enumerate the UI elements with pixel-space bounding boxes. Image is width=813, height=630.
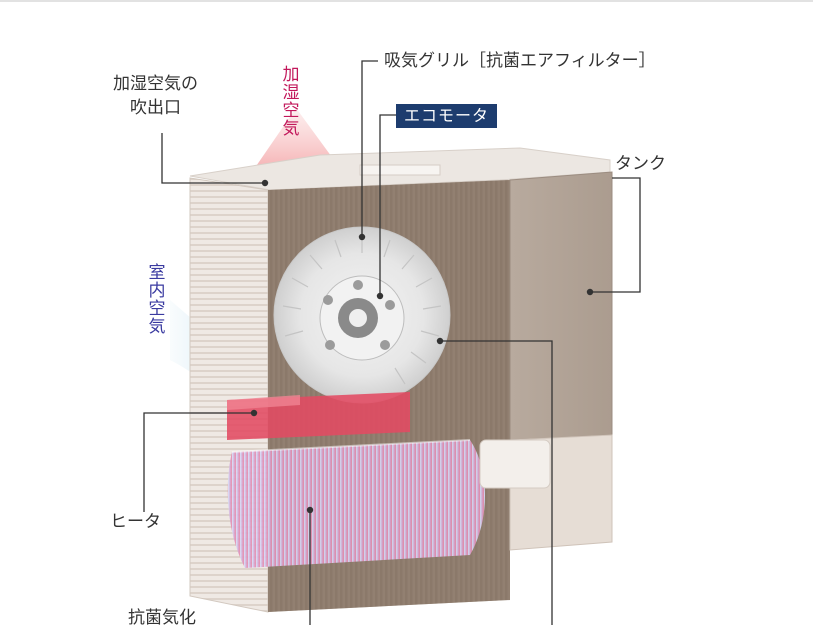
top-divider [0,0,813,2]
leader-intake [361,60,378,237]
leader-tank [590,177,641,293]
heater-label: ヒータ [110,512,161,532]
room-air-label: 室内空気 [148,263,166,337]
eco-motor-tag: エコモータ [396,104,498,128]
leader-dots [250,179,594,514]
control-panel [359,164,441,176]
motor-bolts [323,280,395,350]
leader-lines [143,60,641,625]
leader-heater [143,412,254,512]
fan-blades [282,235,442,385]
outlet-label-line2: 吹出口 [130,98,181,118]
leader-outlet [161,133,265,184]
leader-fan [440,340,553,625]
water-tray [479,439,551,489]
evaporative-filter [227,440,485,568]
outlet-label-line1: 加湿空気の [113,74,198,94]
leader-eco-motor [379,114,396,296]
intake-grille-label: 吸気グリル［抗菌エアフィルター］ [384,51,656,71]
filter-label: 抗菌気化 [128,608,196,628]
tank-label: タンク [615,154,666,174]
outlet-label: 加湿空気の 吹出口 [113,72,198,120]
water-tank [509,171,613,441]
humid-air-label: 加湿空気 [282,65,300,139]
